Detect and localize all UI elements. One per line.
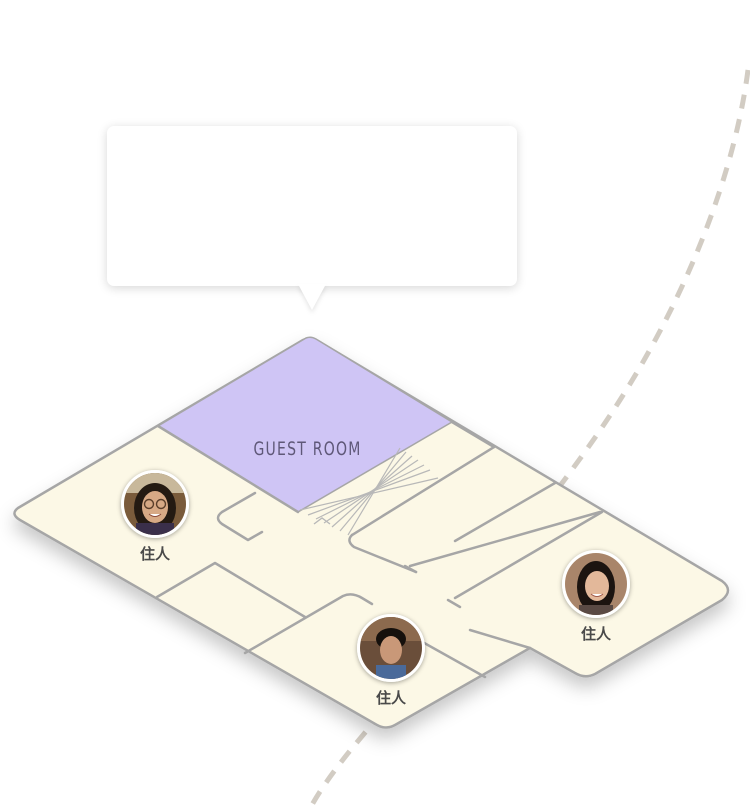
- staircase: [299, 447, 439, 536]
- room-tooltip: [107, 126, 517, 286]
- resident-photo-man-icon: [357, 614, 425, 682]
- resident-marker[interactable]: 住人: [346, 614, 436, 708]
- resident-marker[interactable]: 住人: [110, 470, 200, 564]
- resident-label: 住人: [139, 545, 170, 563]
- tooltip-pointer: [298, 284, 326, 310]
- guest-room-label: GUEST ROOM: [253, 438, 362, 460]
- resident-label: 住人: [580, 625, 611, 643]
- resident-marker[interactable]: 住人: [551, 550, 641, 644]
- resident-label: 住人: [375, 689, 406, 707]
- guest-room[interactable]: [156, 336, 454, 513]
- resident-photo-woman-glasses-icon: [121, 470, 189, 538]
- resident-photo-woman-icon: [562, 550, 630, 618]
